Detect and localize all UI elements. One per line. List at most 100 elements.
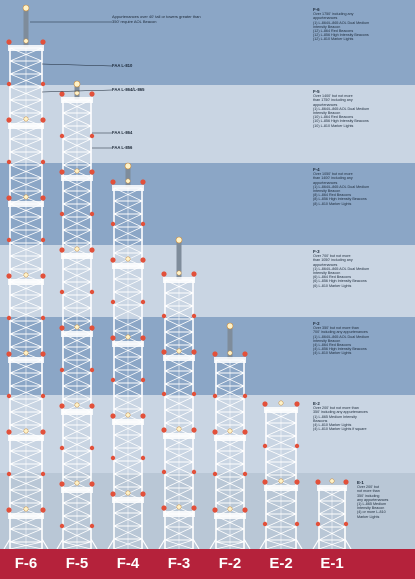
marker-light [89, 247, 95, 253]
callout-leader-line [41, 63, 113, 67]
lattice-brace [215, 541, 245, 550]
lattice-brace [215, 463, 245, 478]
description-f5: F-5 Over 1400' but not more than 1750' i… [313, 89, 411, 128]
lattice-brace [9, 138, 43, 153]
lattice-brace [265, 461, 297, 476]
marker-light [6, 315, 12, 321]
tower-foot [107, 538, 115, 550]
marker-light [40, 39, 46, 45]
lattice-brace [164, 318, 194, 333]
marker-light [59, 169, 65, 175]
lattice-brace [9, 398, 43, 413]
tower-foot [3, 538, 11, 550]
light-platform [61, 175, 93, 181]
strobe-light [125, 256, 131, 262]
light-platform [8, 513, 44, 519]
lattice-brace [9, 320, 43, 335]
tower-label-bar [0, 549, 415, 579]
marker-light [242, 393, 248, 399]
description-line: (1) L-865 Medium Intensity [313, 414, 357, 419]
beacon-light [22, 4, 30, 12]
description-title: E-1 [357, 480, 364, 485]
callout-leader-line [41, 89, 113, 93]
lattice-brace [9, 294, 43, 309]
lattice-brace [9, 489, 43, 504]
light-platform [163, 511, 195, 517]
marker-light [161, 469, 167, 475]
antenna-mast [125, 166, 131, 188]
lattice-brace [215, 450, 245, 465]
callout-l864: FAA L-864 [112, 130, 133, 135]
description-line: (8) L-856 High Intensity Beacons [313, 197, 367, 202]
description-line: (1) L-864/L-865 AOL Dual Medium [313, 184, 370, 189]
marker-light [59, 523, 65, 529]
description-line: not more than [357, 489, 380, 494]
marker-light [89, 403, 95, 409]
marker-light [343, 479, 349, 485]
lattice-brace [62, 190, 92, 205]
lattice-brace [62, 229, 92, 244]
light-platform [8, 123, 44, 129]
marker-light [89, 169, 95, 175]
description-line: (10) L-856 High Intensity Beacons [313, 119, 369, 124]
lattice-brace [9, 541, 43, 550]
description-line: than 1400' including any [313, 176, 353, 181]
description-line: Over 350' but not more than [313, 326, 359, 331]
marker-light [6, 351, 12, 357]
lattice-brace [62, 346, 92, 361]
lattice-brace [113, 447, 143, 462]
description-line: appurtenances [313, 16, 338, 21]
marker-light [59, 133, 65, 139]
lattice-brace [113, 239, 143, 254]
strobe-light [74, 90, 80, 96]
marker-light [40, 429, 46, 435]
lattice-brace [265, 448, 297, 463]
strobe-light [23, 350, 29, 356]
lattice-brace [164, 370, 194, 385]
lattice-brace [113, 226, 143, 241]
marker-light [89, 325, 95, 331]
marker-light [161, 505, 167, 511]
lattice-brace [9, 99, 43, 114]
lattice-brace [62, 151, 92, 166]
marker-light [140, 335, 146, 341]
marker-light [140, 455, 146, 461]
description-title: F-5 [313, 89, 320, 94]
antenna-mast [176, 240, 182, 280]
lattice-brace [113, 382, 143, 397]
lattice-brace [164, 305, 194, 320]
light-platform [61, 487, 93, 493]
tower-foot [295, 538, 303, 550]
marker-light [110, 413, 116, 419]
lattice-brace [164, 487, 194, 502]
description-line: (8) L-864 Red Beacons [313, 193, 352, 198]
lattice-brace [113, 291, 143, 306]
marker-light [191, 271, 197, 277]
description-line: (4) or more L-810 [357, 510, 386, 515]
marker-light [59, 91, 65, 97]
description-line: Over 1750' including any [313, 12, 354, 17]
marker-light [59, 247, 65, 253]
description-line: appurtenances [313, 262, 338, 267]
description-line: Intensity Beacon [313, 338, 341, 343]
marker-light [40, 273, 46, 279]
description-e1: E-1 Over 200' but not more than 350' inc… [357, 480, 411, 519]
lattice-brace [113, 369, 143, 384]
light-platform [8, 201, 44, 207]
lattice-brace [9, 333, 43, 348]
strobe-light [74, 324, 80, 330]
lattice-brace [9, 450, 43, 465]
lattice-brace [113, 213, 143, 228]
description-line: any appurtenances [357, 497, 389, 502]
strobe-light [329, 478, 335, 484]
lattice-brace [113, 525, 143, 540]
strobe-light [227, 350, 233, 356]
light-platform [163, 277, 195, 283]
marker-light [59, 289, 65, 295]
light-platform [8, 435, 44, 441]
lattice-brace [62, 216, 92, 231]
strobe-light [176, 270, 182, 276]
beacon-light [124, 162, 132, 170]
strobe-light [74, 402, 80, 408]
lattice-brace [215, 476, 245, 491]
